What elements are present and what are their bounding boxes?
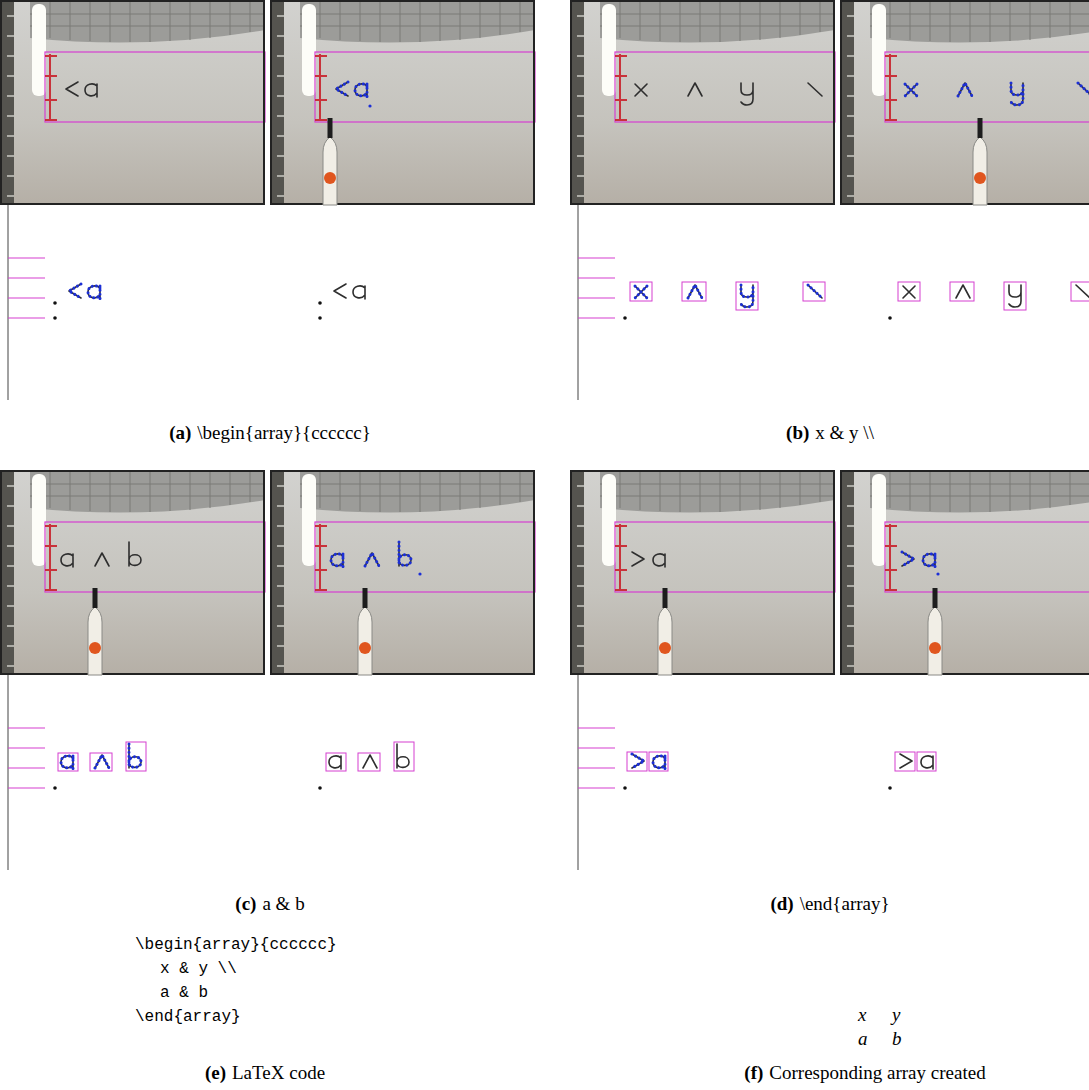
subfigure-caption: (e) LaTeX code <box>205 1062 325 1084</box>
subfigure-tag: (a) <box>169 422 191 443</box>
subfigure-caption: (d) \end{array} <box>770 893 889 915</box>
subfigure-tag: (b) <box>786 422 809 443</box>
panel-b-illustration <box>570 0 1089 400</box>
latex-code-line: x & y \\ <box>160 960 237 978</box>
subfigure-caption: (c) a & b <box>235 893 304 915</box>
array-cell: y <box>892 1004 900 1026</box>
subfigure-caption: (f) Corresponding array created <box>744 1062 985 1084</box>
caption-text: x & y \\ <box>815 422 874 443</box>
subfigure-caption: (b) x & y \\ <box>786 422 874 444</box>
panel-c-illustration <box>0 470 535 870</box>
panel-d-illustration <box>570 470 1089 870</box>
subfigure-tag: (f) <box>744 1062 763 1083</box>
caption-text: Corresponding array created <box>769 1062 985 1083</box>
panel-a-illustration <box>0 0 535 400</box>
subfigure-tag: (c) <box>235 893 256 914</box>
caption-text: a & b <box>262 893 304 914</box>
caption-text: LaTeX code <box>232 1062 325 1083</box>
subfigure-tag: (d) <box>770 893 793 914</box>
array-cell: a <box>858 1028 868 1050</box>
subfigure-caption: (a) \begin{array}{cccccc} <box>169 422 371 444</box>
array-cell: b <box>892 1028 902 1050</box>
latex-code-line: a & b <box>160 984 208 1002</box>
subfigure-tag: (e) <box>205 1062 226 1083</box>
latex-code-line: \end{array} <box>135 1008 241 1026</box>
array-cell: x <box>858 1004 866 1026</box>
caption-text: \end{array} <box>800 893 890 914</box>
latex-code-line: \begin{array}{cccccc} <box>135 936 337 954</box>
caption-text: \begin{array}{cccccc} <box>197 422 371 443</box>
